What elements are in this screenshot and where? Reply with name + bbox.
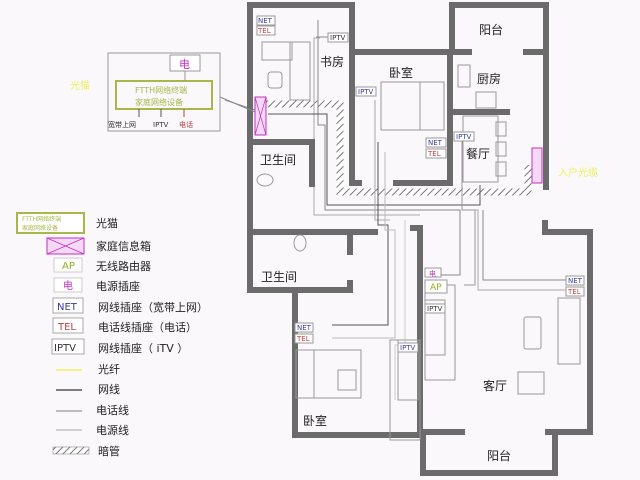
svg-text:电: 电 [63, 279, 73, 292]
svg-text:电源插座: 电源插座 [96, 279, 140, 293]
sockets: NET TEL IPTV IPTV NET TEL IPTV 电 AP IPTV… [256, 15, 585, 353]
svg-text:TEL: TEL [257, 27, 271, 35]
svg-text:AP: AP [62, 261, 75, 272]
svg-text:IPTV: IPTV [153, 121, 169, 129]
svg-text:光猫: 光猫 [96, 216, 118, 230]
svg-text:NET: NET [568, 277, 583, 285]
svg-text:无线路由器: 无线路由器 [96, 259, 151, 273]
room-bath1: 卫生间 [260, 153, 296, 167]
svg-text:网线: 网线 [98, 382, 120, 396]
svg-text:宽带上网: 宽带上网 [108, 120, 136, 129]
cables [224, 20, 570, 400]
svg-text:网线插座（宽带上网）: 网线插座（宽带上网） [98, 300, 208, 314]
entry-info-box [531, 147, 543, 184]
room-study: 书房 [320, 54, 344, 69]
svg-text:电话线插座（电话）: 电话线插座（电话） [98, 320, 197, 334]
svg-text:IPTV: IPTV [330, 34, 346, 42]
svg-text:NET: NET [297, 324, 312, 332]
room-bath2: 卫生间 [261, 270, 297, 284]
svg-text:电话线: 电话线 [96, 403, 129, 417]
svg-text:家庭信息箱: 家庭信息箱 [96, 239, 151, 253]
room-dining: 餐厅 [466, 146, 490, 161]
power-label: 电 [179, 58, 190, 71]
ftth-detail: 电 FTTH网络终端 家庭网络设备 宽带上网 IPTV 电话 光猫 [70, 52, 256, 132]
svg-text:电源线: 电源线 [96, 423, 129, 437]
room-labels: 书房 卧室 阳台 厨房 餐厅 卫生间 卫生间 卧室 客厅 阳台 [260, 22, 511, 463]
svg-text:家庭网络设备: 家庭网络设备 [135, 97, 183, 107]
detail-label: 光猫 [70, 79, 90, 92]
room-bedroom2: 卧室 [303, 413, 327, 428]
svg-text:IPTV: IPTV [427, 305, 443, 313]
room-balcony2: 阳台 [487, 448, 511, 463]
svg-text:TEL: TEL [567, 288, 581, 296]
svg-text:AP: AP [430, 283, 442, 293]
room-living: 客厅 [483, 378, 507, 393]
room-bedroom1: 卧室 [389, 65, 413, 80]
svg-text:IPTV: IPTV [358, 88, 374, 96]
furniture [256, 41, 581, 441]
room-kitchen: 厨房 [477, 71, 501, 86]
entry-label: 入户光缆 [558, 166, 598, 179]
svg-text:TEL: TEL [57, 322, 76, 333]
svg-text:家庭网络设备: 家庭网络设备 [22, 224, 58, 232]
room-balcony1: 阳台 [479, 22, 503, 37]
svg-text:FTTH网络终端: FTTH网络终端 [135, 85, 187, 95]
svg-text:电话: 电话 [179, 120, 193, 129]
svg-text:NET: NET [258, 17, 273, 25]
svg-text:TEL: TEL [296, 335, 310, 343]
svg-text:IPTV: IPTV [456, 133, 472, 141]
conduit [266, 100, 532, 196]
svg-text:IPTV: IPTV [54, 343, 76, 354]
svg-text:光纤: 光纤 [98, 362, 120, 376]
svg-text:FTTH网络终端: FTTH网络终端 [22, 215, 61, 223]
walls [247, 2, 593, 476]
svg-text:NET: NET [57, 302, 78, 313]
svg-text:网线插座（ iTV ）: 网线插座（ iTV ） [98, 341, 188, 355]
svg-text:暗管: 暗管 [98, 444, 120, 458]
svg-text:TEL: TEL [427, 150, 441, 158]
svg-text:NET: NET [428, 139, 443, 147]
svg-text:电: 电 [429, 269, 436, 278]
svg-text:IPTV: IPTV [400, 344, 416, 352]
